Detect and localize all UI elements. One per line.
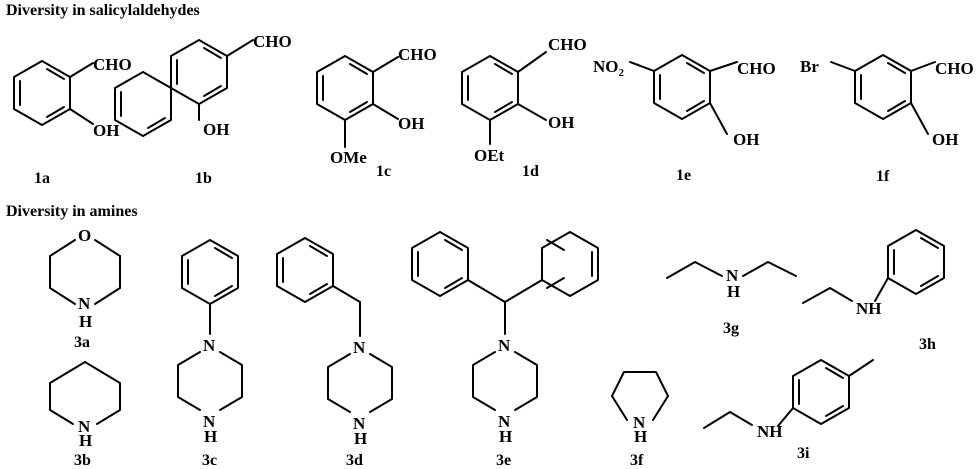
atom-o-3a: O [78,226,91,245]
compound-label-1b: 1b [195,170,212,187]
structure-1b: CHO OH 1b [114,32,292,187]
atom-h-3f: H [634,427,647,446]
structure-3a: O N H 3a [49,226,121,351]
atom-oh-1b: OH [203,120,229,139]
atom-cho-1e: CHO [737,59,776,78]
compound-label-1e: 1e [676,167,691,184]
structure-3h: NH 3h [802,229,945,353]
atom-oh-1f: OH [932,130,958,149]
atom-oet-1d: OEt [474,146,505,165]
compound-label-3g: 3g [723,320,739,337]
atom-n-3a: N [78,294,91,313]
atom-n4-3e: N [498,412,511,431]
atom-n1-3d: N [353,338,366,357]
compound-label-3c: 3c [202,452,217,469]
atom-n-3g: N [726,266,739,285]
structure-3b: N H 3b [49,361,121,469]
compound-label-1d: 1d [522,163,539,180]
structure-3g: N H 3g [666,261,797,337]
structure-3f: N H 3f [611,371,669,469]
atom-cho-1f: CHO [935,59,974,78]
compound-label-3f: 3f [630,452,644,469]
atom-h-3c: H [204,427,217,446]
atom-nh-3h: NH [856,299,882,318]
atom-h-3d: H [354,429,367,448]
atom-oh-1e: OH [733,130,759,149]
structure-1e: CHO OH NO2 1e [593,54,776,184]
atom-ome-1c: OMe [330,148,367,167]
atom-n-3f: N [633,413,646,432]
compound-label-3b: 3b [74,452,91,469]
atom-oh-1d: OH [548,113,574,132]
structure-1f: CHO OH Br 1f [800,54,974,185]
atom-n1-3e: N [498,336,511,355]
atom-n-3b: N [78,417,91,436]
heading-amines: Diversity in amines [6,203,138,220]
atom-cho-1d: CHO [548,35,587,54]
structure-3i: NH 3i [703,359,874,462]
atom-h-3b: H [79,431,92,450]
atom-cho-1c: CHO [398,45,437,64]
compound-label-3d: 3d [346,452,363,469]
atom-cho-1a: CHO [93,55,132,74]
atom-h-3e: H [499,427,512,446]
heading-salicylaldehydes: Diversity in salicylaldehydes [6,2,200,19]
structure-1d: CHO OH OEt 1d [461,35,587,180]
atom-oh-1a: OH [93,121,119,140]
structure-3d: N N H 3d [276,237,393,469]
atom-no2-1e: NO2 [593,57,625,79]
atom-cho-1b: CHO [253,32,292,51]
structure-3c: N N H 3c [177,239,243,469]
atom-n1-3c: N [203,336,216,355]
compound-label-3i: 3i [797,445,810,462]
atom-oh-1c: OH [398,114,424,133]
compound-label-1f: 1f [876,168,890,185]
atom-br-1f: Br [800,57,819,76]
compound-label-3h: 3h [919,336,936,353]
atom-h-3g: H [727,282,740,301]
structure-1a: CHO OH 1a [13,55,132,187]
atom-h-3a: H [79,312,92,331]
structure-3e: N N H 3e [411,231,599,469]
compound-label-3e: 3e [496,452,511,469]
compound-label-1a: 1a [34,170,50,187]
atom-nh-3i: NH [757,422,783,441]
atom-n4-3d: N [353,414,366,433]
compound-label-1c: 1c [376,163,391,180]
structure-1c: CHO OH OMe 1c [316,45,437,180]
atom-n4-3c: N [203,412,216,431]
compound-label-3a: 3a [74,334,90,351]
